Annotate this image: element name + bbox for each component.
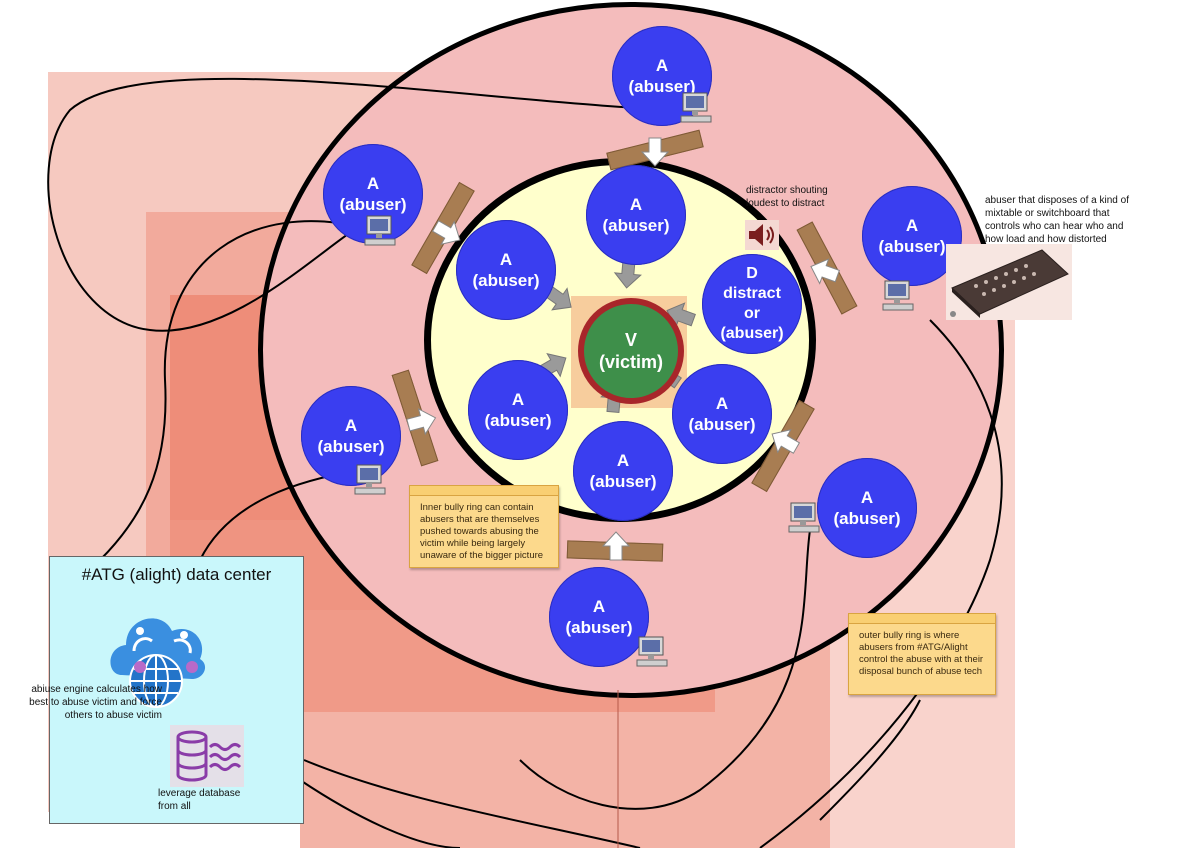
abuser-label: A: [616, 451, 630, 470]
outer-ring-sticky-note: outer bully ring is where abusers from #…: [848, 613, 996, 695]
distractor-label: or: [744, 305, 760, 322]
victim-label-1: V: [624, 330, 637, 350]
outer-abuser-top: A (abuser): [612, 26, 712, 126]
abuser-label: A: [860, 488, 874, 507]
inner-abuser-bottom: A (abuser): [573, 421, 673, 521]
abuser-label: A: [592, 597, 606, 616]
abuser-label: A: [715, 394, 729, 413]
computer-icon: [354, 464, 386, 495]
datacenter-box: #ATG (alight) data center abiuse engine …: [29, 556, 304, 824]
note-header-bar: [410, 486, 558, 496]
distractor-label: (abuser): [720, 325, 784, 342]
abuser-label: A: [344, 416, 358, 435]
computer-icon: [680, 92, 712, 123]
wire-left-upper: [99, 220, 366, 561]
abuser-label: (abuser): [317, 437, 385, 456]
wire-right-upper: [759, 319, 1003, 848]
mixer-caption: abuser that disposes of a kind of mixtab…: [985, 195, 1129, 245]
abuser-label: (abuser): [339, 195, 407, 214]
abuser-label: (abuser): [833, 509, 901, 528]
distractor-label: D: [746, 265, 758, 282]
computer-icon: [364, 215, 396, 246]
abuser-label: (abuser): [878, 237, 946, 256]
arrow-lower-right: [765, 422, 804, 460]
computer-icon: [636, 636, 668, 667]
inner-abuser-lower-right: A (abuser): [672, 364, 772, 464]
computer-icon: [788, 502, 820, 533]
outer-abuser-bottom: A (abuser): [549, 567, 649, 667]
inner-abuser-lower-left: A (abuser): [468, 360, 568, 460]
abuser-label: A: [655, 56, 669, 75]
arrow-bottom: [602, 531, 630, 561]
wire-right-lower: [519, 529, 811, 810]
arrow-left: [404, 404, 440, 439]
cloud-globe-icon: [110, 618, 206, 708]
wire-bottom: [299, 779, 461, 848]
wire-bottom-left: [303, 759, 641, 848]
computer-icon: [882, 280, 914, 311]
inner-abuser-upper-left: A (abuser): [456, 220, 556, 320]
inner-ring-sticky-note: Inner bully ring can contain abusers tha…: [409, 485, 559, 568]
abuser-label: A: [905, 216, 919, 235]
distractor-caption-line1: distractor shouting: [746, 185, 828, 196]
note-header-bar: [849, 614, 995, 624]
abuser-label: (abuser): [688, 415, 756, 434]
database-icon: [170, 725, 244, 787]
victim-label-2: (victim): [598, 352, 663, 372]
abuser-label: (abuser): [565, 618, 633, 637]
abuser-label: A: [366, 174, 380, 193]
outer-ring-note-text: outer bully ring is where abusers from #…: [859, 630, 984, 677]
distractor-label: distract: [723, 285, 781, 302]
distractor-caption-line2: loudest to distract: [746, 198, 825, 209]
wire-right-outer: [819, 699, 921, 821]
abuser-label: (abuser): [484, 411, 552, 430]
outer-abuser-lower-right: A (abuser): [817, 458, 917, 558]
outer-abuser-right: A (abuser): [862, 186, 962, 286]
abuser-label: A: [511, 390, 525, 409]
datacenter-title: #ATG (alight) data center: [81, 565, 272, 584]
abuser-label: (abuser): [628, 77, 696, 96]
outer-abuser-left: A (abuser): [301, 386, 401, 486]
distractor-node: D distract or (abuser): [702, 254, 802, 354]
wire-top: [47, 77, 701, 332]
abuser-label: A: [629, 195, 643, 214]
database-caption-line2: from all: [158, 801, 191, 812]
abuser-label: (abuser): [472, 271, 540, 290]
victim-node: V (victim): [578, 298, 684, 404]
engine-caption: abiuse engine calculates how best to abu…: [29, 684, 162, 721]
distractor-caption: distractor shouting loudest to distract: [746, 184, 856, 210]
mixing-console-icon: [946, 244, 1072, 320]
abuser-label: (abuser): [589, 472, 657, 491]
arrow-top: [641, 137, 669, 167]
database-caption-line1: leverage database: [158, 788, 241, 799]
speaker-icon: [745, 220, 779, 250]
inner-abuser-top: A (abuser): [586, 165, 686, 265]
abuser-label: A: [499, 250, 513, 269]
database-caption: leverage database from all: [158, 787, 268, 813]
arrow-right: [806, 253, 843, 289]
abuser-label: (abuser): [602, 216, 670, 235]
inner-ring-note-text: Inner bully ring can contain abusers tha…: [420, 502, 544, 561]
